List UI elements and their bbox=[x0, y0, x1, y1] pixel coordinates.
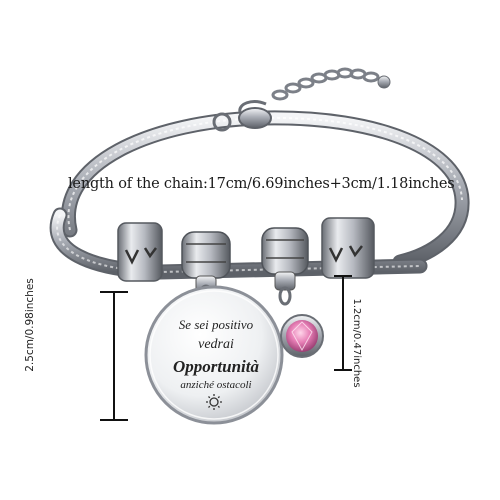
engraved-disc-charm bbox=[144, 284, 284, 425]
bracelet-band bbox=[49, 110, 470, 280]
crystal-size-label: 1.2cm/0.47inches bbox=[351, 298, 362, 388]
spacer-bead-right bbox=[261, 227, 309, 291]
barrel-bead-left bbox=[117, 222, 163, 282]
charm-text-line-1: Se sei positivo bbox=[178, 317, 254, 332]
chain-end-ball bbox=[377, 75, 391, 89]
pink-crystal-charm bbox=[278, 286, 324, 358]
sun-engraving-icon bbox=[206, 394, 222, 410]
chain-length-label: length of the chain:17cm/6.69inches+3cm/… bbox=[68, 176, 455, 192]
charm-text-line-3: Opportunità bbox=[173, 357, 259, 376]
crystal-dimension-line bbox=[334, 275, 352, 371]
charm-size-label: 2.5cm/0.98inches bbox=[24, 278, 36, 372]
barrel-bead-right bbox=[321, 217, 375, 279]
lobster-clasp bbox=[212, 100, 272, 132]
charm-text-line-2: vedrai bbox=[198, 337, 234, 352]
extender-chain bbox=[271, 67, 380, 101]
charm-dimension-line bbox=[100, 291, 128, 421]
charm-text-line-4: anziché ostacoli bbox=[180, 379, 252, 391]
